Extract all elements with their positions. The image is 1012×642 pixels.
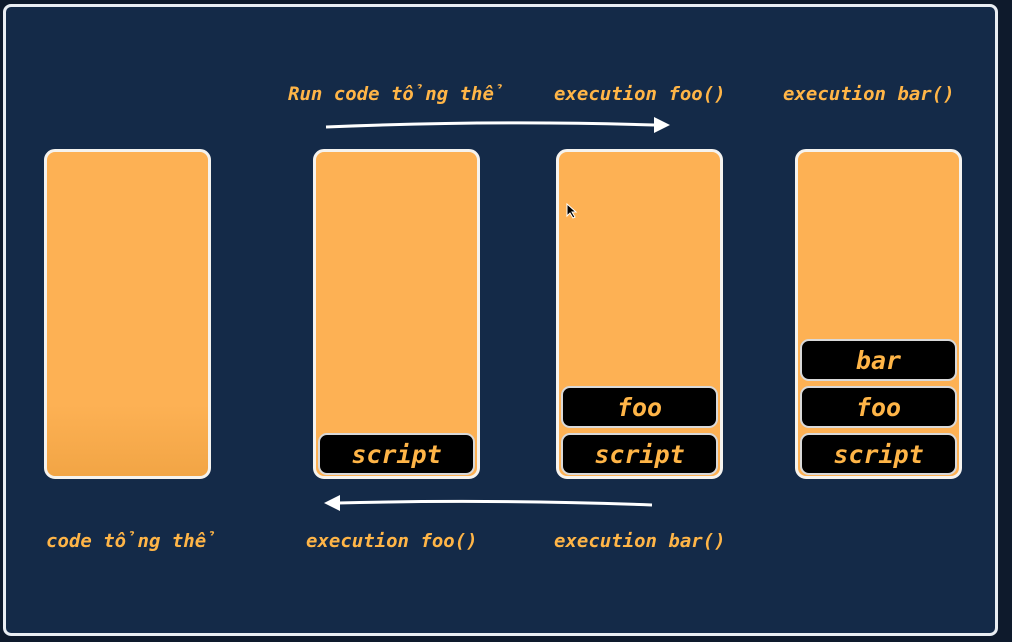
forward-arrow [325, 117, 670, 133]
call-stack-empty [44, 149, 211, 479]
label-run-code: Run code tổng thể [288, 83, 506, 105]
frame-foo: foo [561, 386, 718, 428]
label-execution-foo-top: execution foo() [554, 83, 726, 105]
call-stack-script: script [313, 149, 480, 479]
frame-bar: bar [800, 339, 957, 381]
frame-foo: foo [800, 386, 957, 428]
label-code-tong-the: code tổng thể [46, 530, 218, 552]
frame-script: script [561, 433, 718, 475]
label-execution-foo-bottom: execution foo() [306, 530, 478, 552]
call-stack-foo: foo script [556, 149, 723, 479]
mouse-cursor-icon [566, 203, 578, 219]
slide: Run code tổng thể execution foo() execut… [3, 4, 998, 636]
call-stack-bar: bar foo script [795, 149, 962, 479]
frame-script: script [318, 433, 475, 475]
label-execution-bar-bottom: execution bar() [554, 530, 726, 552]
label-execution-bar-top: execution bar() [783, 83, 955, 105]
backward-arrow [324, 495, 653, 511]
frame-script: script [800, 433, 957, 475]
